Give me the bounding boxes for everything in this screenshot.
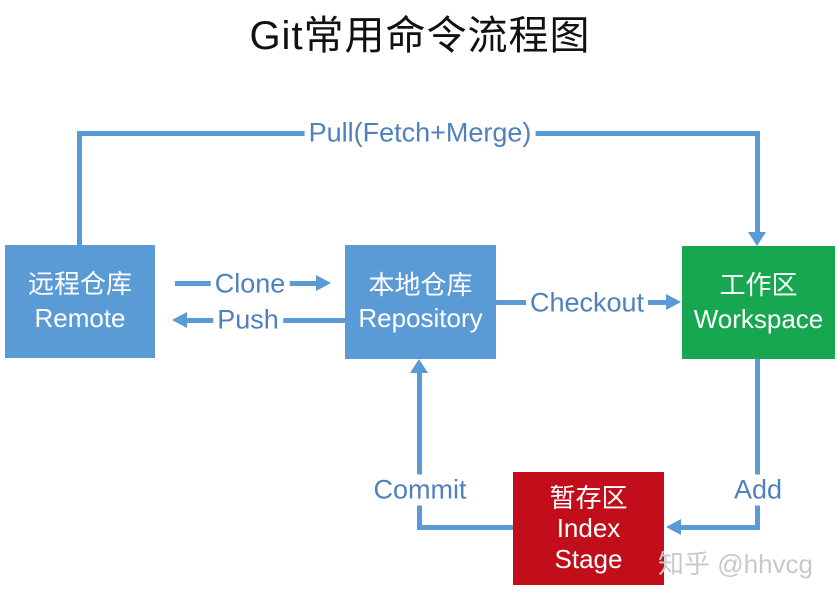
node-index-label-en: Index — [556, 513, 621, 544]
node-workspace: 工作区 Workspace — [682, 246, 835, 359]
pull-label: Pull(Fetch+Merge) — [304, 117, 536, 149]
push-label: Push — [213, 304, 283, 336]
checkout-arrowhead-icon — [666, 294, 681, 310]
clone-arrowhead-icon — [316, 275, 331, 291]
commit-label: Commit — [369, 474, 471, 506]
clone-label: Clone — [210, 268, 290, 300]
node-repository-label-en: Repository — [358, 303, 483, 333]
pull-line-left-vertical — [77, 131, 82, 245]
node-workspace-label-en: Workspace — [693, 303, 824, 334]
node-repository: 本地仓库 Repository — [345, 245, 496, 359]
add-line-horizontal — [681, 525, 760, 530]
pull-arrowhead-icon — [748, 232, 766, 246]
node-repository-label-zh: 本地仓库 — [368, 269, 473, 300]
node-remote: 远程仓库 Remote — [5, 245, 155, 358]
commit-arrowhead-icon — [410, 359, 428, 373]
zhihu-watermark: 知乎 @hhvcg — [658, 549, 813, 579]
commit-line-vertical — [417, 372, 422, 530]
add-line-vertical — [755, 359, 760, 530]
node-remote-label-zh: 远程仓库 — [27, 269, 132, 300]
add-arrowhead-icon — [666, 519, 681, 535]
add-label: Add — [729, 474, 787, 506]
node-index-stage: 暂存区 Index Stage — [513, 472, 664, 585]
diagram-title: Git常用命令流程图 — [249, 14, 591, 58]
pull-line-right-vertical — [755, 131, 760, 232]
node-index-label-en2: Stage — [554, 543, 623, 574]
node-workspace-label-zh: 工作区 — [719, 270, 798, 301]
checkout-label: Checkout — [525, 287, 649, 319]
push-arrowhead-icon — [172, 312, 187, 328]
commit-line-horizontal — [417, 525, 513, 530]
node-index-label-zh: 暂存区 — [549, 483, 628, 514]
node-remote-label-en: Remote — [34, 302, 126, 333]
